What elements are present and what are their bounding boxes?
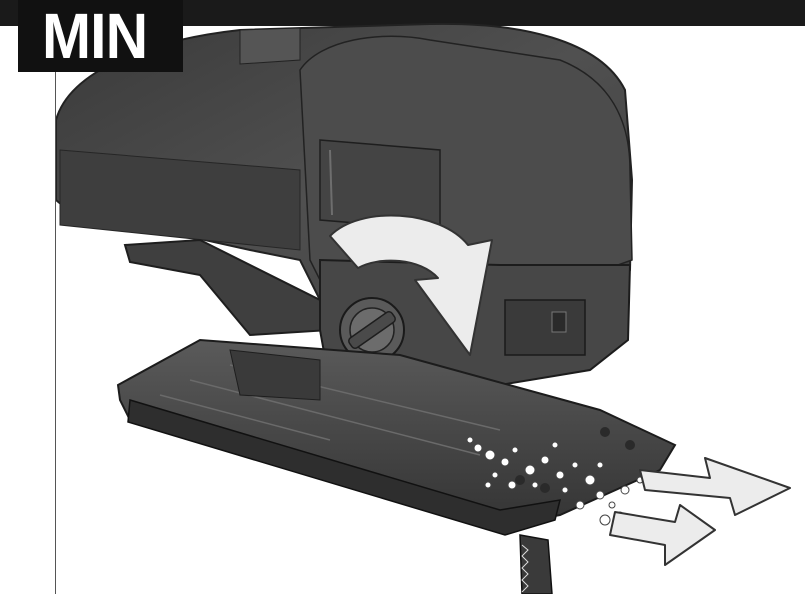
sawdust-particles — [466, 436, 644, 526]
curved-arrow-icon — [329, 214, 493, 356]
adjustment-knob-icon — [339, 297, 405, 363]
mode-label: MIN — [42, 0, 148, 72]
guide-lever — [123, 238, 332, 337]
airflow-arrow-icon — [609, 457, 791, 566]
saw-blade — [519, 534, 553, 594]
base-plate — [116, 338, 677, 536]
left-border-line — [55, 60, 56, 594]
mode-label-box: MIN — [18, 0, 183, 72]
